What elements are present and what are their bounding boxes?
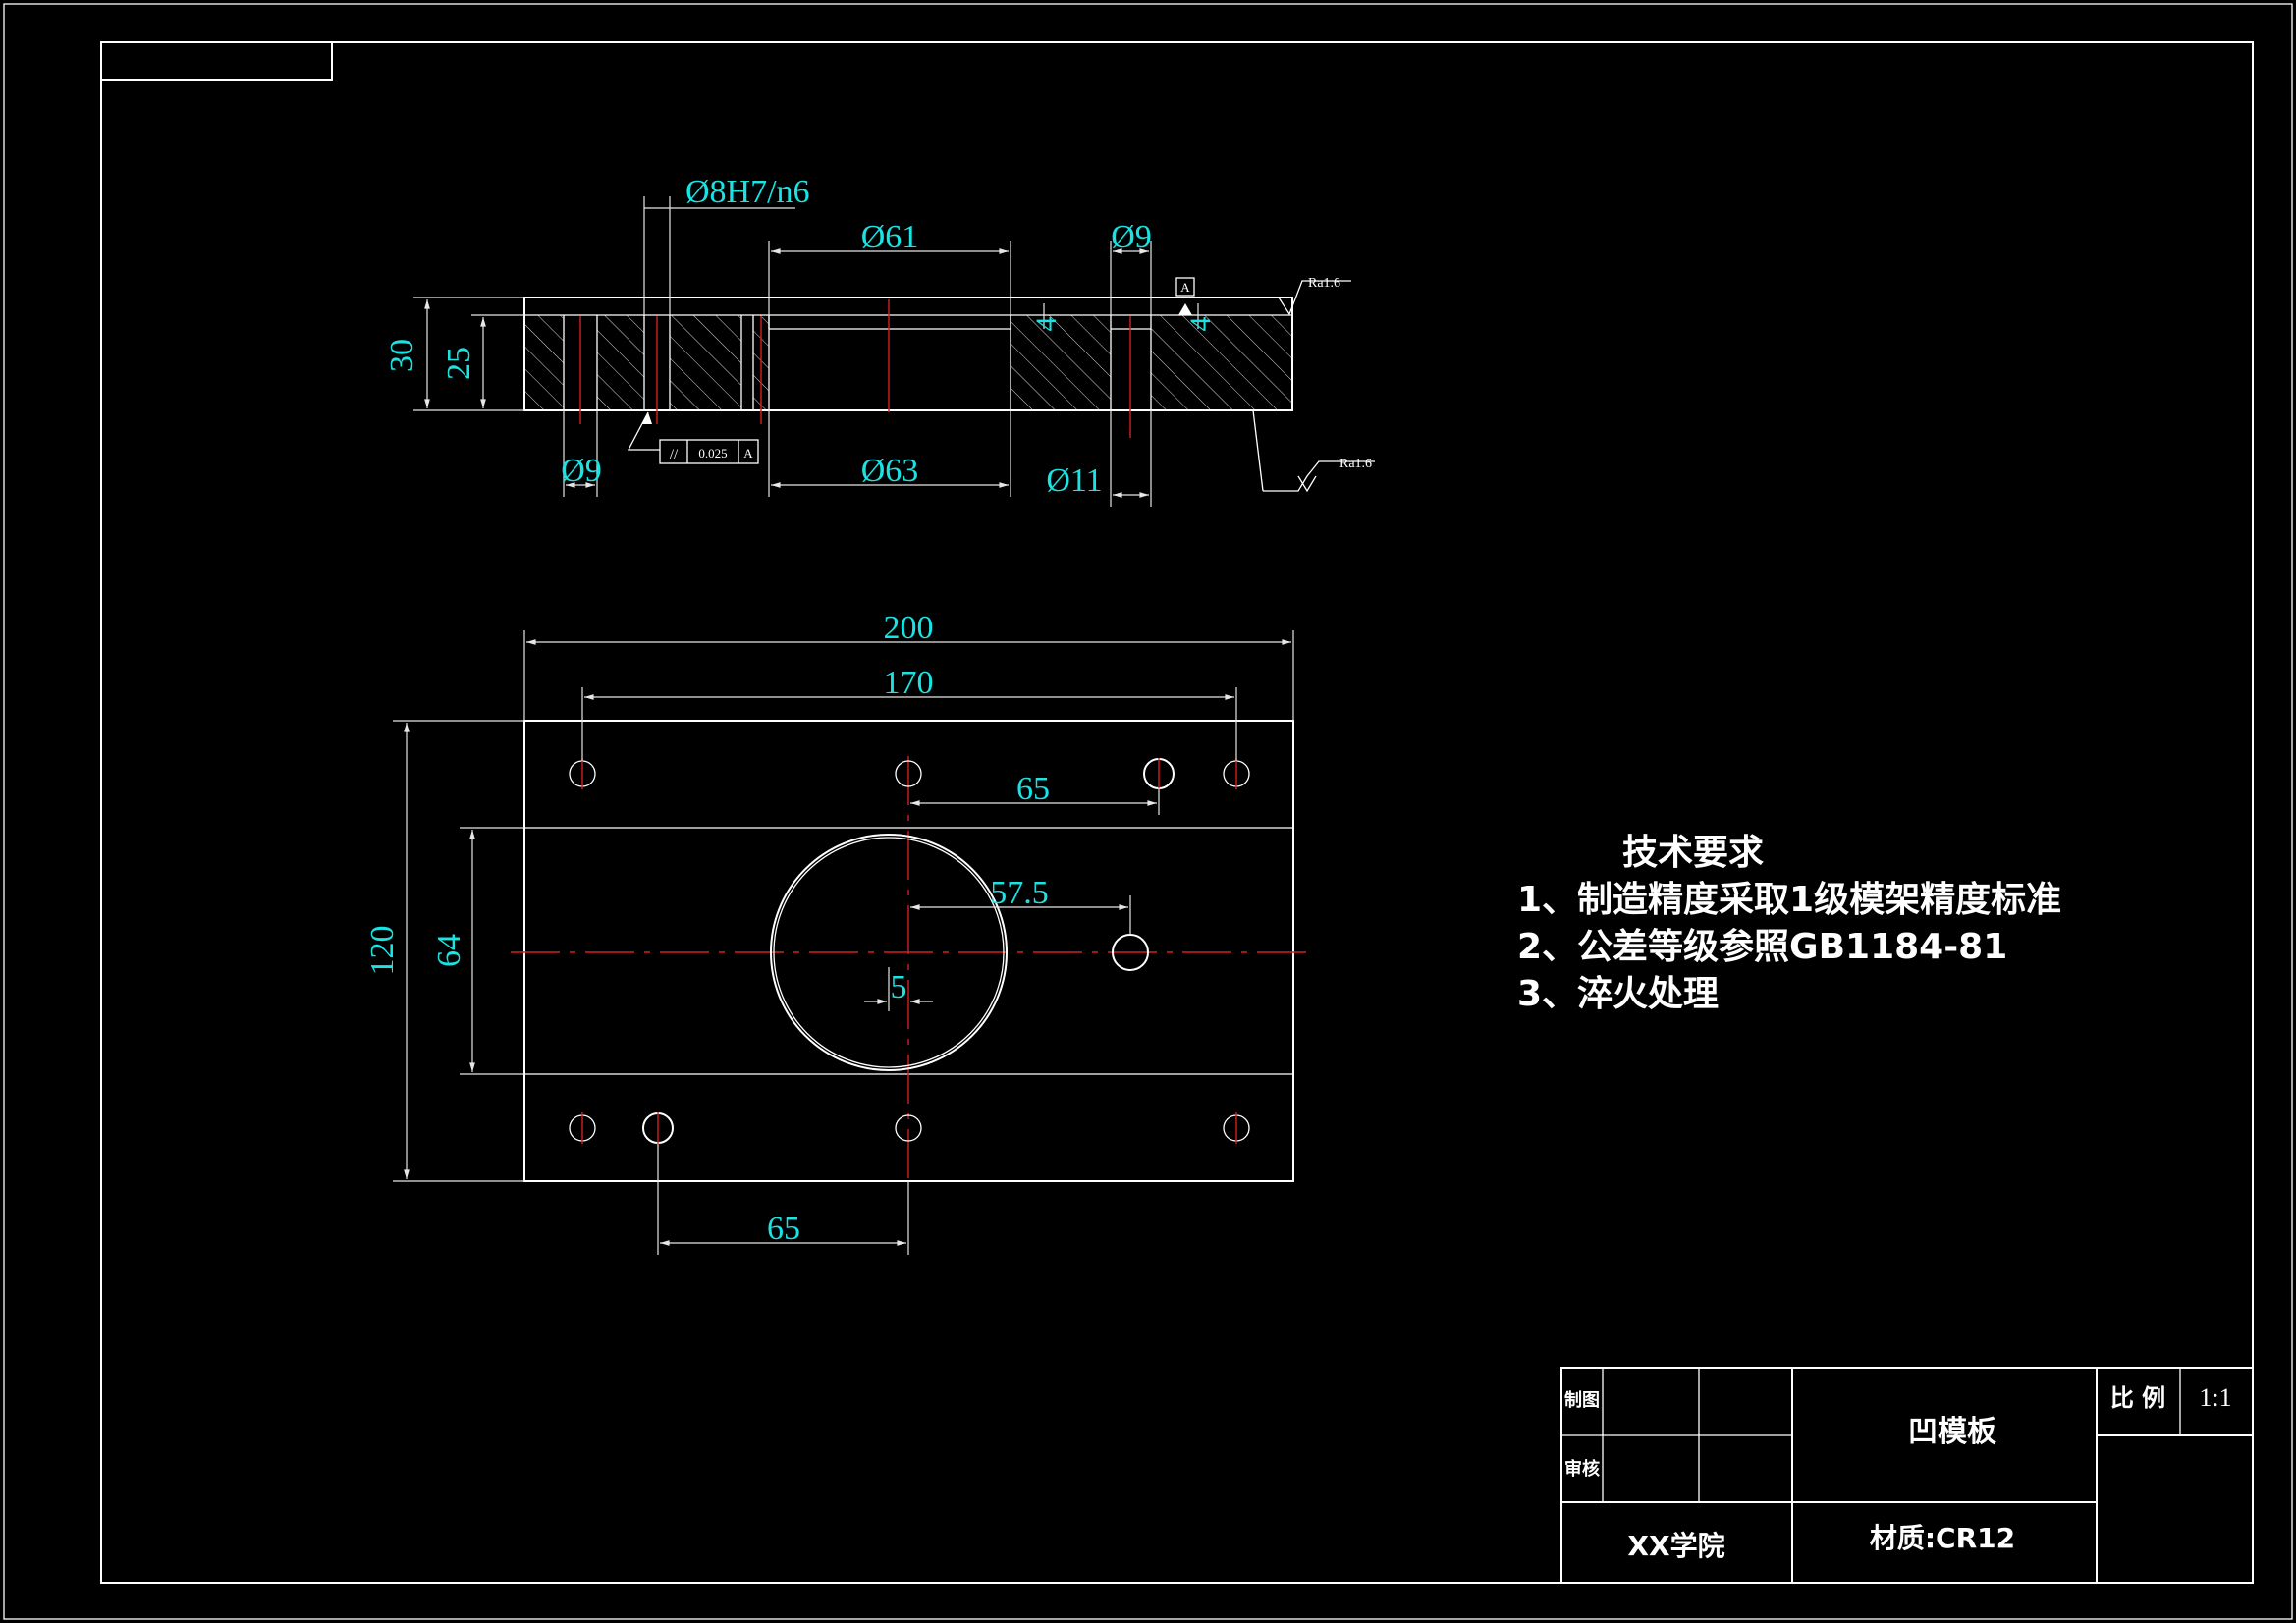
screw-hole xyxy=(895,1114,922,1142)
section-view: 30 25 Ø8H7/n6 Ø61 Ø9 4 4 A Ra1.6 Ø9 xyxy=(384,174,1375,507)
dim-200: 200 xyxy=(884,610,934,646)
note-item: 3、淬火处理 xyxy=(1517,974,1719,1014)
dim-25: 25 xyxy=(441,347,477,380)
roughness-symbol-bottom xyxy=(1263,460,1375,492)
school-name: XX学院 xyxy=(1627,1530,1724,1562)
datum-a-label: A xyxy=(1180,280,1190,295)
part-name: 凹模板 xyxy=(1908,1415,1996,1449)
dim-d9-bottom: Ø9 xyxy=(561,453,602,489)
technical-notes: 技术要求 1、制造精度采取1级模架精度标准 2、公差等级参照GB1184-81 … xyxy=(1517,833,2061,1014)
notes-title: 技术要求 xyxy=(1622,833,1764,873)
dim-30: 30 xyxy=(384,339,420,372)
screw-hole xyxy=(895,760,922,787)
die-opening xyxy=(770,834,1008,1071)
roughness-top: Ra1.6 xyxy=(1308,276,1340,291)
dim-depth-4b: 4 xyxy=(1184,317,1217,332)
material: 材质:CR12 xyxy=(1870,1522,2015,1554)
corner-label-box xyxy=(100,41,333,81)
note-item: 1、制造精度采取1级模架精度标准 xyxy=(1517,880,2061,920)
section-outline xyxy=(523,297,1293,411)
plan-view: 200 170 65 57.5 5 120 64 65 xyxy=(364,610,1306,1255)
dim-170: 170 xyxy=(884,665,934,701)
dim-fit: Ø8H7/n6 xyxy=(685,174,810,210)
tolerance-datum: A xyxy=(743,446,753,460)
tolerance-frame xyxy=(659,439,759,464)
dim-depth-4a: 4 xyxy=(1030,317,1063,332)
tolerance-symbol: // xyxy=(670,447,679,462)
checked-label: 审核 xyxy=(1564,1458,1600,1480)
scale-label: 比 例 xyxy=(2110,1384,2165,1412)
dim-57-5: 57.5 xyxy=(990,875,1049,911)
title-block: 制图 审核 凹模板 比 例 1:1 XX学院 材质:CR12 xyxy=(1560,1367,2254,1584)
roughness-bottom: Ra1.6 xyxy=(1339,457,1372,471)
dim-120: 120 xyxy=(364,926,401,976)
dim-5: 5 xyxy=(891,969,907,1005)
dim-64: 64 xyxy=(431,934,467,967)
inner-border xyxy=(100,41,2254,1584)
dim-d11: Ø11 xyxy=(1046,462,1102,499)
datum-triangle xyxy=(1178,303,1192,315)
dim-65-top: 65 xyxy=(1016,771,1050,807)
dim-d61: Ø61 xyxy=(861,219,919,255)
dim-d63: Ø63 xyxy=(861,453,919,489)
dim-65-bottom: 65 xyxy=(767,1211,800,1247)
note-item: 2、公差等级参照GB1184-81 xyxy=(1517,927,2007,967)
drawn-label: 制图 xyxy=(1564,1390,1600,1411)
tolerance-value: 0.025 xyxy=(698,446,727,460)
dim-d9-top: Ø9 xyxy=(1111,219,1152,255)
scale-value: 1:1 xyxy=(2199,1383,2231,1412)
roughness-symbol-top xyxy=(1278,280,1351,316)
outer-border xyxy=(3,3,2293,1620)
